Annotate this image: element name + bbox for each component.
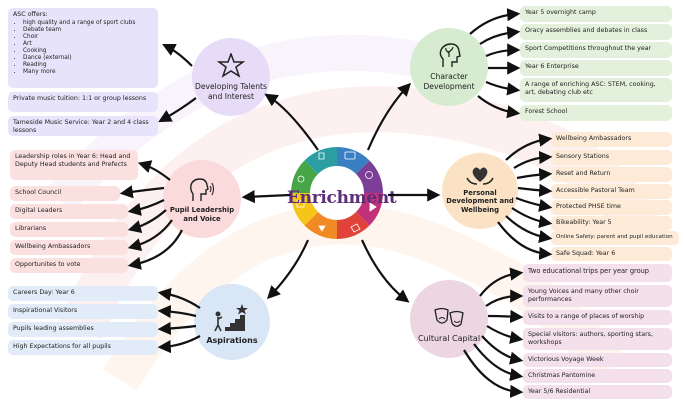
leadership-circle: Pupil Leadership and Voice — [163, 160, 241, 238]
wheel-segment — [291, 160, 318, 193]
cultural-title: Cultural Capital — [417, 333, 481, 343]
list-item: Art — [23, 41, 153, 48]
personal-item: Sensory Stations — [551, 150, 672, 165]
personal-item: Accessible Pastoral Team — [551, 184, 672, 199]
talents-circle: Developing Talents and Interest — [192, 38, 270, 116]
aspirations-item: Careers Day: Year 6 — [8, 286, 158, 301]
wheel-segment — [304, 147, 337, 174]
character-item: Oracy assemblies and debates in class — [520, 24, 672, 40]
asc-list: high quality and a range of sport clubs … — [13, 20, 153, 77]
character-item: Year 5 overnight camp — [520, 6, 672, 22]
aspirations-item: Inspirational Visitors — [8, 304, 158, 319]
list-item: high quality and a range of sport clubs — [23, 20, 153, 27]
personal-circle: Personal Development and Wellbeing — [442, 153, 518, 229]
asc-heading: ASC offers: — [13, 11, 48, 18]
leadership-title: Pupil Leadership and Voice — [169, 206, 235, 224]
cultural-item: Year 5/6 Residential — [523, 385, 672, 399]
enrichment-wheel — [291, 147, 383, 239]
center-title: Enrichment — [287, 188, 397, 208]
handshake-icon — [318, 225, 326, 232]
personal-item: Online Safety: parent and pupil educatio… — [551, 231, 679, 245]
personal-item: Safe Squad: Year 6 — [551, 247, 672, 261]
personal-item: Reset and Return — [551, 167, 672, 182]
personal-item: Protected PHSE time — [551, 200, 672, 215]
list-item: Cooking — [23, 48, 153, 55]
stairs-flag-icon — [214, 303, 248, 331]
aspirations-item: Pupils leading assemblies — [8, 322, 158, 337]
sport-icon — [318, 152, 325, 160]
wheel-segment — [356, 193, 383, 226]
cultural-item: Visits to a range of places of worship — [523, 310, 672, 325]
leadership-item: Opportunites to vote — [10, 258, 128, 273]
list-item: Choir — [23, 34, 153, 41]
speaking-head-icon — [190, 178, 215, 202]
theatre-masks-icon — [434, 307, 464, 327]
asc-offers-box: ASC offers: high quality and a range of … — [8, 8, 158, 88]
cultural-item: Victorious Voyage Week — [523, 353, 672, 367]
character-item: Sport Competitions throughout the year — [520, 42, 672, 58]
personal-item: Wellbeing Ambassadors — [551, 132, 672, 147]
character-item: A range of enriching ASC: STEM, cooking,… — [520, 78, 672, 102]
music-icon — [369, 202, 377, 212]
aspirations-circle: Aspirations — [194, 284, 270, 360]
character-item: Forest School — [520, 105, 672, 121]
leadership-item: Leadership roles in Year 6: Head and Dep… — [10, 150, 138, 180]
cultural-item: Young Voices and many other choir perfor… — [523, 285, 672, 307]
personal-item: Bikeability: Year 5 — [551, 216, 672, 231]
list-item: Dance (external) — [23, 55, 153, 62]
cultural-circle: Cultural Capital — [410, 280, 488, 358]
globe-icon — [350, 223, 361, 233]
book-icon — [344, 151, 356, 160]
leadership-item: Wellbeing Ambassadors — [10, 240, 128, 255]
leadership-item: School Council — [10, 186, 120, 201]
art-icon — [296, 200, 305, 208]
aspirations-title: Aspirations — [206, 335, 258, 345]
people-icon — [365, 171, 373, 179]
aspirations-item: High Expectations for all pupils — [8, 340, 158, 355]
list-item: Many more — [23, 69, 153, 76]
head-plant-icon — [439, 43, 461, 68]
cultural-item: Christmas Pantomine — [523, 369, 672, 383]
leadership-item: Librarians — [10, 222, 128, 237]
character-circle: Character Development — [410, 28, 488, 106]
character-item: Year 6 Enterprise — [520, 60, 672, 76]
talents-item: Tameside Music Service: Year 2 and 4 cla… — [8, 116, 158, 136]
list-item: Debate team — [23, 27, 153, 34]
wheel-segment — [304, 212, 337, 239]
talents-title: Developing Talents and Interest — [195, 82, 267, 102]
cultural-item: Two educational trips per year group — [523, 264, 672, 282]
list-item: Reading — [23, 62, 153, 69]
science-icon — [297, 175, 305, 183]
hearts-hands-icon — [466, 167, 494, 185]
character-title: Character Development — [423, 72, 475, 92]
wheel-segment — [356, 160, 383, 193]
cultural-item: Special visitors: authors, sporting star… — [523, 328, 672, 350]
star-person-icon — [217, 53, 245, 79]
talents-item: Private music tuition: 1:1 or group less… — [8, 92, 158, 112]
leadership-item: Digital Leaders — [10, 204, 128, 219]
personal-title: Personal Development and Wellbeing — [446, 188, 514, 215]
